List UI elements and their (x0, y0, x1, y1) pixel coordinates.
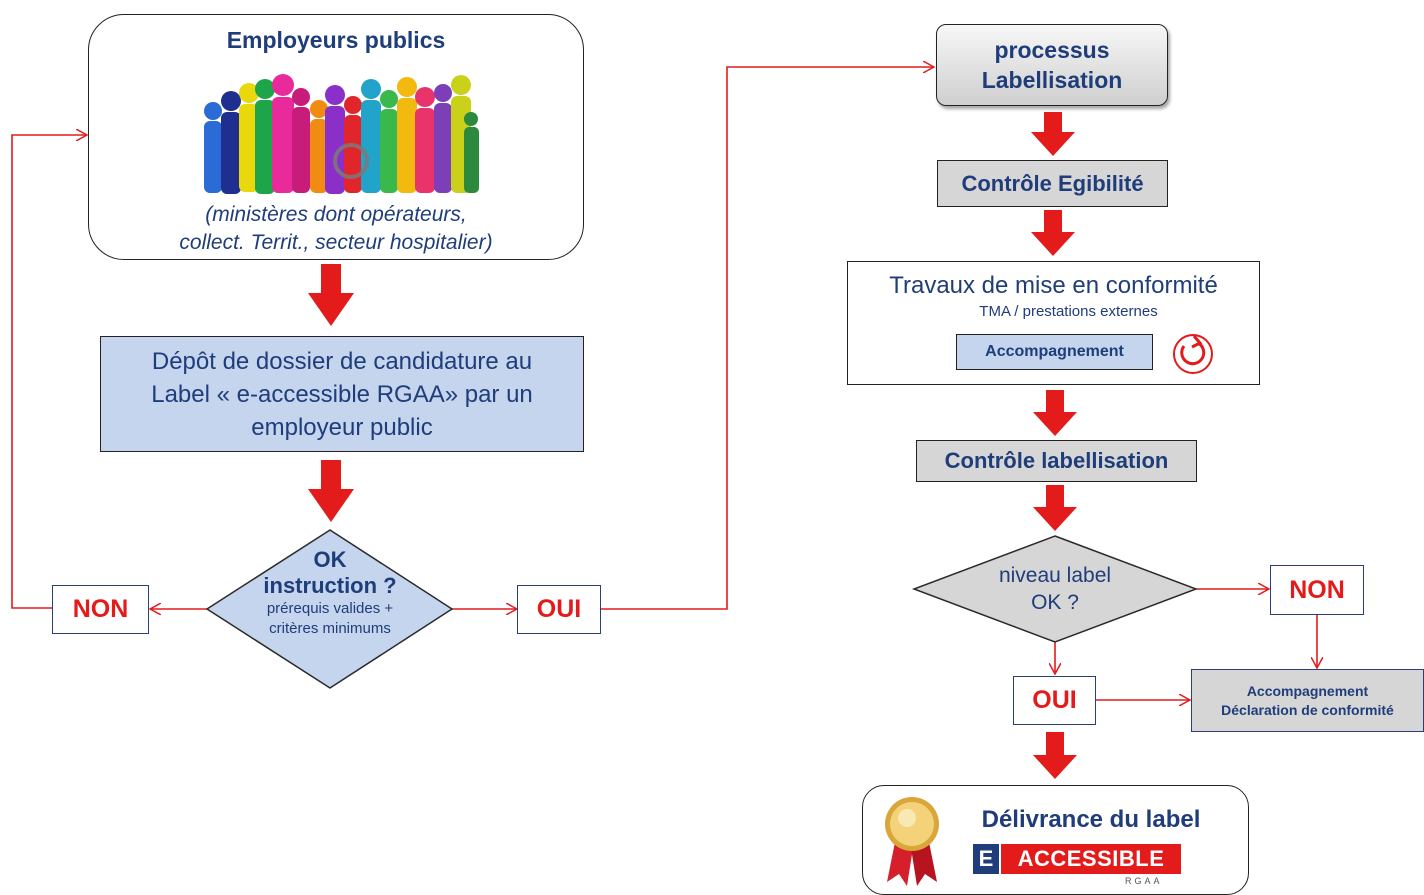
left-no-box: NON (52, 585, 149, 634)
deposit-line1: Dépôt de dossier de candidature au (151, 347, 533, 375)
works-subtitle: TMA / prestations externes (979, 303, 1158, 320)
accessible-logo: E ACCESSIBLE (973, 844, 1181, 874)
right-no-box: NON (1270, 565, 1364, 615)
works-box: Travaux de mise en conformité TMA / pres… (847, 261, 1260, 385)
level-text: niveau label OK ? (975, 560, 1135, 618)
eligibility-box: Contrôle Egibilité (937, 160, 1168, 207)
process-line1: processus (994, 37, 1110, 63)
deposit-line2: Label « e-accessible RGAA» par un (151, 380, 533, 408)
instruction-diamond (205, 529, 454, 689)
instruction-line2: instruction ? (263, 573, 397, 598)
down-arrow-3 (1031, 112, 1075, 156)
down-arrow-2 (308, 460, 354, 522)
employers-subtitle-line2: collect. Territ., secteur hospitalier) (179, 231, 493, 254)
employers-title: Employeurs publics (226, 27, 446, 53)
level-line1: niveau label (998, 564, 1112, 587)
down-arrow-6 (1033, 485, 1077, 531)
delivery-title: Délivrance du label (981, 806, 1201, 833)
works-title: Travaux de mise en conformité (889, 272, 1218, 299)
support-badge: Accompagnement (956, 334, 1153, 370)
to-process-line (601, 67, 933, 610)
right-yes-box: OUI (1013, 676, 1096, 725)
loop-back-line (11, 135, 86, 609)
medal-icon (885, 797, 939, 886)
employers-subtitle: (ministères dont opérateurs, collect. Te… (89, 201, 583, 257)
instruction-line3: prérequis valides + (266, 600, 394, 617)
left-yes-box: OUI (517, 585, 601, 634)
deposit-line3: employeur public (251, 413, 433, 441)
down-arrow-5 (1033, 390, 1077, 436)
logo-e-block: E (973, 844, 999, 874)
instruction-text: OK instruction ? prérequis valides + cri… (220, 543, 440, 643)
level-line2: OK ? (1031, 591, 1079, 614)
crowd-illustration (204, 74, 479, 194)
cycle-icon (1173, 334, 1213, 374)
down-arrow-1 (308, 264, 354, 326)
conformity-line2: Déclaration de conformité (1221, 701, 1394, 718)
deposit-box: Dépôt de dossier de candidature au Label… (100, 336, 584, 452)
delivery-box: Délivrance du label E ACCESSIBLE RGAA (862, 785, 1249, 895)
level-diamond (911, 535, 1199, 643)
instruction-line1: OK (313, 547, 347, 572)
conformity-box: Accompagnement Déclaration de conformité (1191, 669, 1424, 732)
employers-box: Employeurs publics (ministères dont opér… (88, 14, 584, 260)
flow-arrows (308, 112, 1077, 779)
down-arrow-4 (1031, 210, 1075, 256)
label-control-box: Contrôle labellisation (916, 440, 1197, 482)
down-arrow-7 (1033, 732, 1077, 779)
logo-sub: RGAA (1125, 876, 1163, 886)
logo-word-block: ACCESSIBLE (1001, 844, 1181, 874)
employers-subtitle-line1: (ministères dont opérateurs, (205, 203, 467, 226)
instruction-line4: critères minimums (269, 620, 391, 637)
conformity-line1: Accompagnement (1246, 682, 1369, 699)
process-line2: Labellisation (981, 67, 1123, 93)
process-box: processus Labellisation (936, 24, 1168, 106)
